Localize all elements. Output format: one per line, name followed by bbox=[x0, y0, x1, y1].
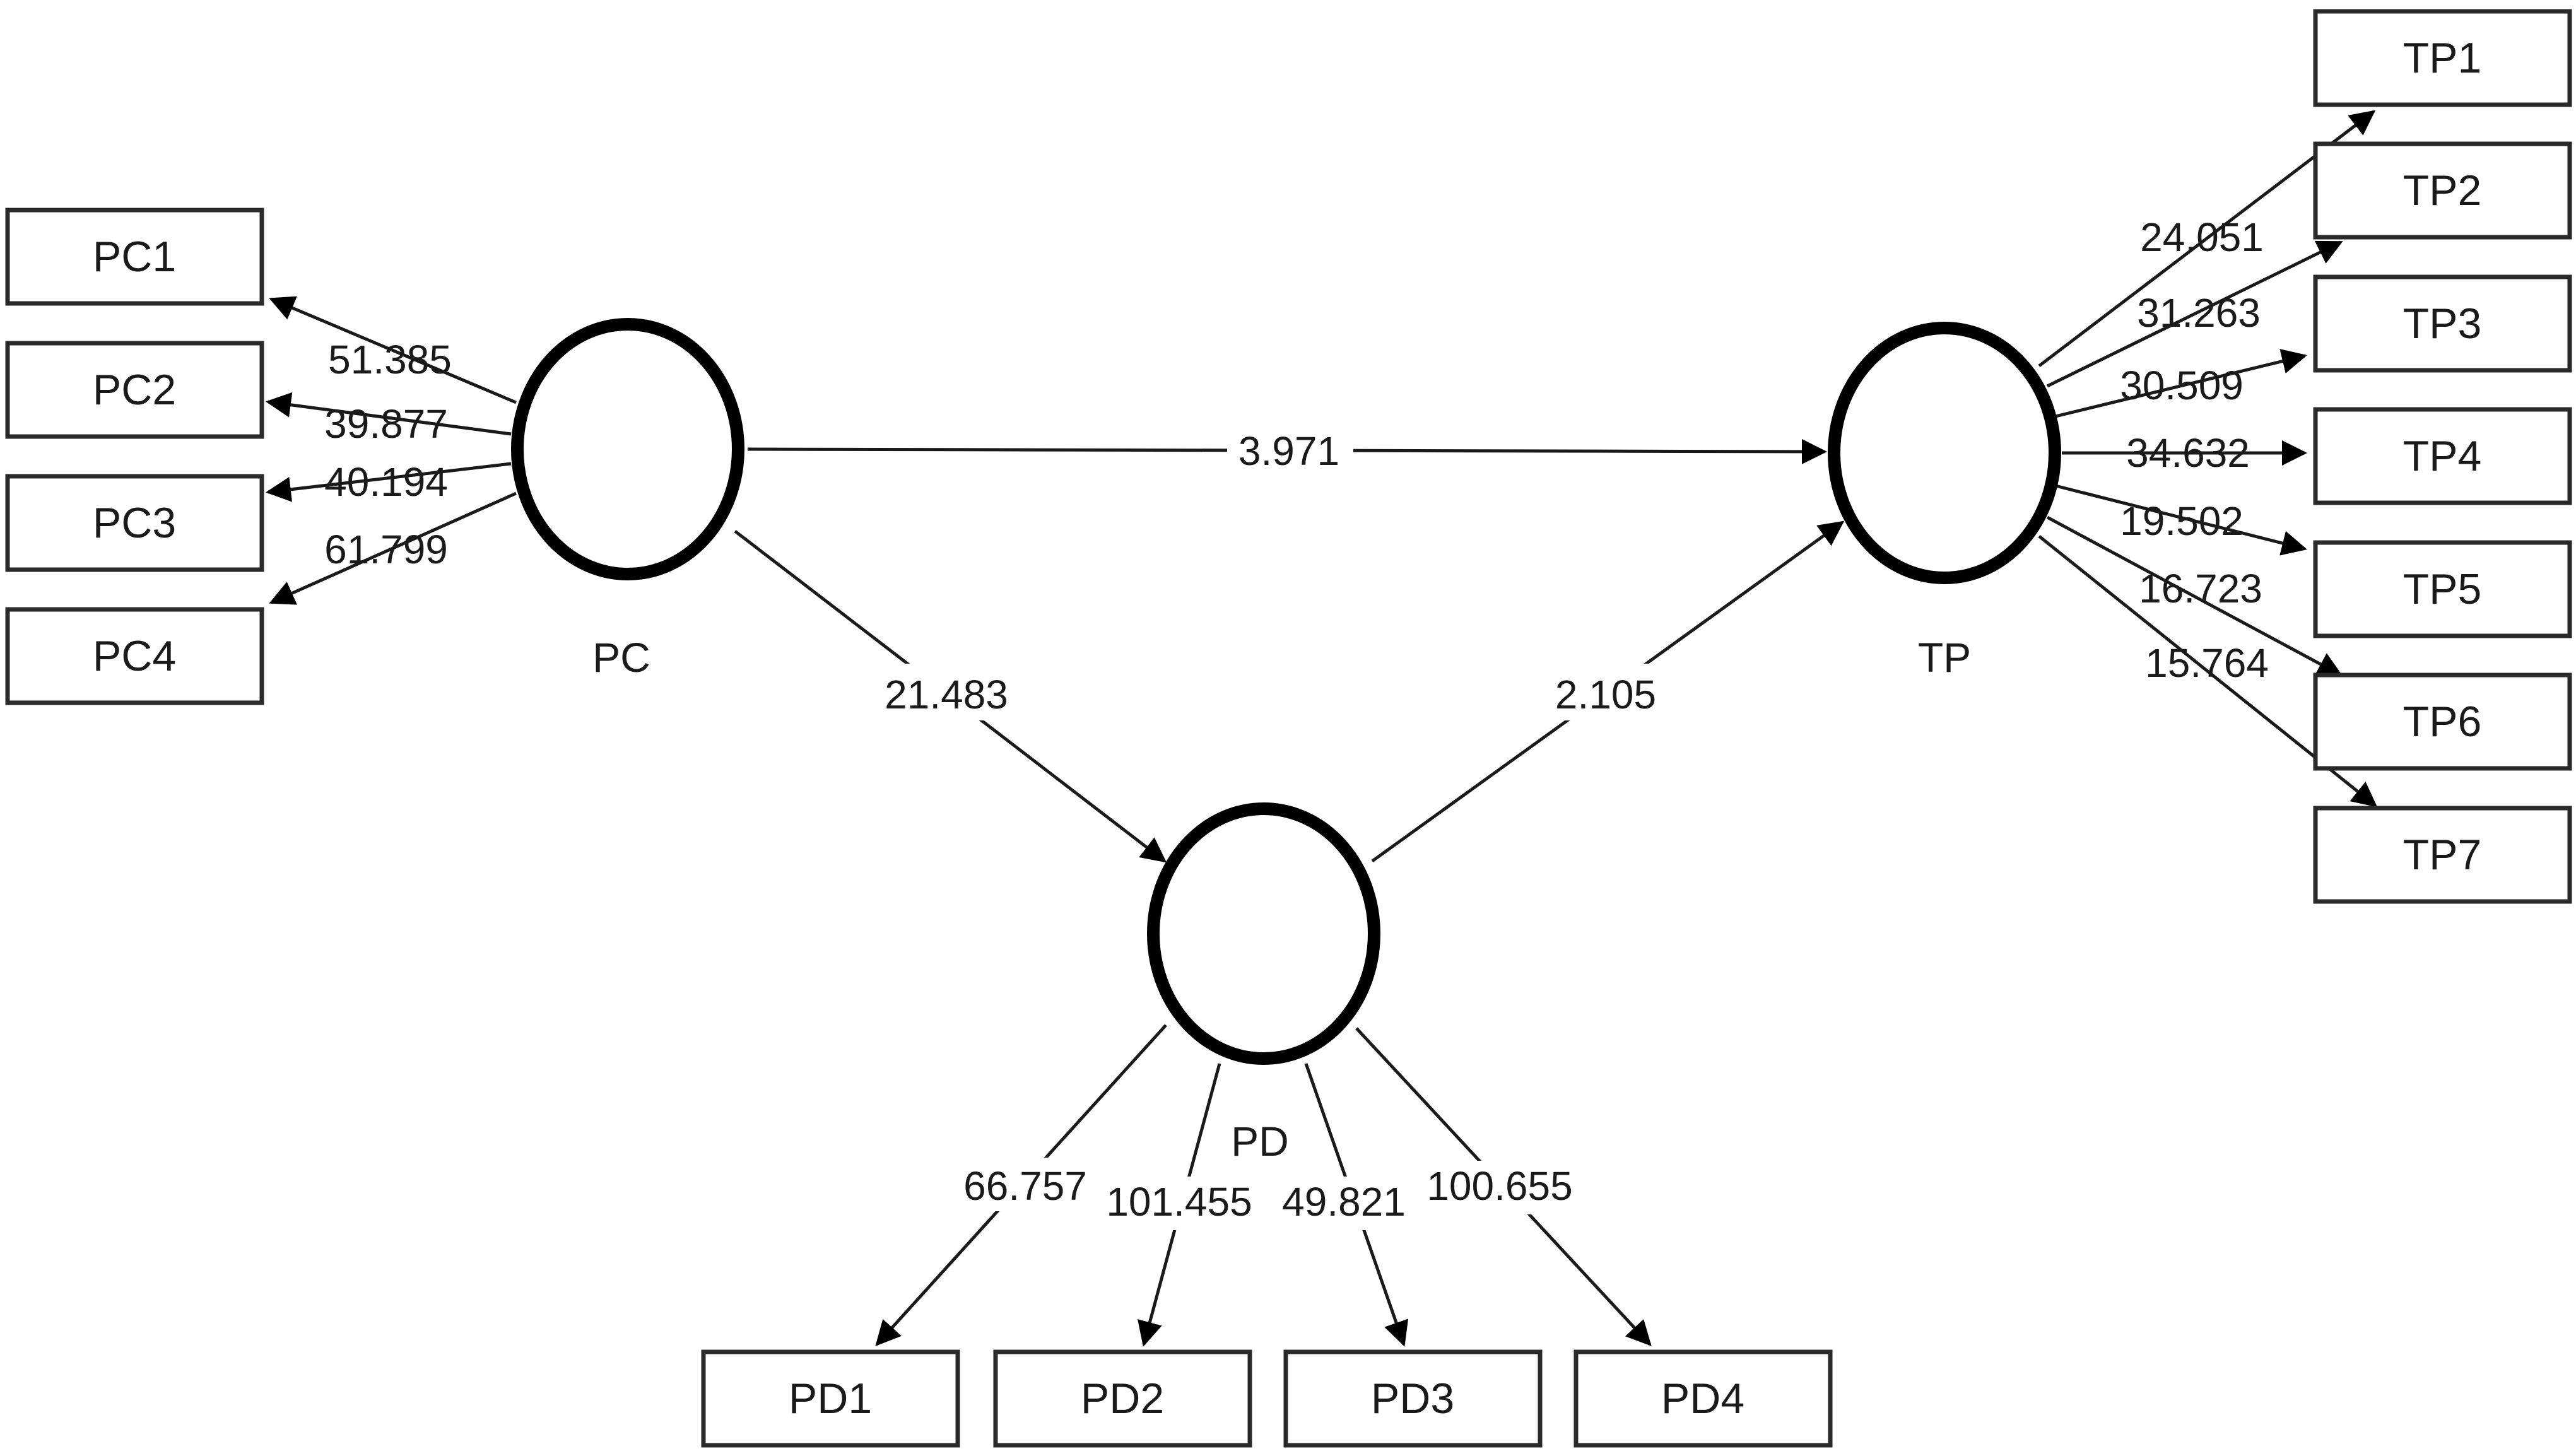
indicator-label-tp2: TP2 bbox=[2403, 167, 2482, 214]
loading-value-pc3: 40.194 bbox=[324, 459, 448, 505]
indicator-label-pc3: PC3 bbox=[93, 499, 176, 547]
pc-loading-labels: 51.385 39.877 40.194 61.799 bbox=[324, 337, 452, 572]
pd-loading-labels: 66.757 101.455 49.821 100.655 bbox=[959, 1158, 1573, 1230]
edge-pc-pc2 bbox=[266, 392, 512, 436]
loading-value-pc2: 39.877 bbox=[324, 401, 448, 447]
indicator-label-pc2: PC2 bbox=[93, 366, 176, 414]
indicator-box-tp3 bbox=[2313, 274, 2572, 373]
indicator-label-pd4: PD4 bbox=[1661, 1375, 1744, 1423]
indicator-label-tp1: TP1 bbox=[2403, 34, 2482, 82]
indicator-box-pc3 bbox=[5, 474, 264, 572]
indicator-box-tp1 bbox=[2313, 9, 2572, 107]
loading-value-pd4: 100.655 bbox=[1426, 1163, 1572, 1209]
indicator-label-pc1: PC1 bbox=[93, 233, 176, 281]
indicator-box-pd3 bbox=[1283, 1349, 1543, 1448]
loading-value-tp7: 15.764 bbox=[2145, 640, 2269, 686]
indicator-box-pc2 bbox=[5, 341, 264, 439]
indicator-box-tp2 bbox=[2313, 141, 2572, 240]
path-value-pd-tp: 2.105 bbox=[1555, 672, 1656, 717]
pc-indicator-boxes: PC1 PC2 PC3 PC4 bbox=[5, 208, 264, 705]
path-value-pc-tp: 3.971 bbox=[1238, 428, 1339, 474]
edge-pc-pc4 bbox=[269, 491, 517, 605]
indicator-label-pd1: PD1 bbox=[789, 1375, 872, 1423]
indicator-box-tp6 bbox=[2313, 672, 2572, 771]
edge-tp-tp6 bbox=[2046, 515, 2343, 677]
loading-value-tp5: 19.502 bbox=[2120, 498, 2244, 544]
indicator-label-pc4: PC4 bbox=[93, 632, 176, 680]
latent-label-tp: TP bbox=[1918, 634, 1971, 681]
loading-value-pc4: 61.799 bbox=[324, 527, 448, 572]
tp-loading-labels: 24.051 31.263 30.509 34.632 19.502 16.72… bbox=[2120, 214, 2269, 686]
latent-pc: PC bbox=[511, 318, 744, 681]
latent-circle-pd bbox=[1147, 802, 1380, 1065]
loading-value-tp3: 30.509 bbox=[2120, 363, 2244, 408]
latent-label-pc: PC bbox=[592, 634, 650, 681]
indicator-label-tp3: TP3 bbox=[2403, 300, 2482, 348]
indicator-box-pd4 bbox=[1573, 1349, 1833, 1448]
loading-value-tp2: 31.263 bbox=[2137, 290, 2261, 336]
loading-value-tp1: 24.051 bbox=[2140, 214, 2264, 260]
indicator-label-pd3: PD3 bbox=[1371, 1375, 1454, 1423]
edges bbox=[266, 110, 2378, 1347]
loading-value-pd2: 101.455 bbox=[1106, 1179, 1252, 1224]
indicator-label-tp6: TP6 bbox=[2403, 698, 2482, 746]
path-value-pc-pd: 21.483 bbox=[885, 672, 1008, 717]
indicator-box-tp5 bbox=[2313, 540, 2572, 638]
indicator-label-tp4: TP4 bbox=[2403, 432, 2482, 480]
path-coefficient-labels: 3.971 21.483 2.105 bbox=[880, 420, 1666, 720]
latent-circle-pc bbox=[511, 318, 744, 580]
loading-value-tp6: 16.723 bbox=[2139, 566, 2262, 611]
tp-indicator-boxes: TP1 TP2 TP3 TP4 TP5 TP6 TP7 bbox=[2313, 9, 2572, 904]
edge-tp-tp2 bbox=[2046, 240, 2343, 388]
indicator-box-tp7 bbox=[2313, 806, 2572, 904]
indicator-label-pd2: PD2 bbox=[1081, 1375, 1164, 1423]
latent-tp: TP bbox=[1828, 322, 2061, 681]
indicator-box-pc1 bbox=[5, 208, 264, 306]
edge-tp-tp5 bbox=[2055, 484, 2307, 556]
latent-label-pd: PD bbox=[1231, 1118, 1289, 1165]
latent-pd: PD bbox=[1147, 802, 1380, 1165]
loading-value-pd1: 66.757 bbox=[963, 1163, 1087, 1209]
indicator-label-tp7: TP7 bbox=[2403, 831, 2482, 879]
edge-pc-pc3 bbox=[266, 462, 512, 502]
indicator-box-pd1 bbox=[701, 1349, 960, 1448]
latent-circle-tp bbox=[1828, 322, 2061, 584]
edge-pc-pc1 bbox=[269, 296, 517, 404]
pd-indicator-boxes: PD1 PD2 PD3 PD4 bbox=[701, 1349, 1833, 1448]
loading-value-pd3: 49.821 bbox=[1282, 1179, 1406, 1224]
indicator-box-tp4 bbox=[2313, 407, 2572, 505]
loading-value-pc1: 51.385 bbox=[328, 337, 452, 382]
loading-value-tp4: 34.632 bbox=[2126, 430, 2250, 476]
edge-tp-tp3 bbox=[2055, 349, 2307, 418]
indicator-box-pd2 bbox=[993, 1349, 1252, 1448]
indicator-box-pc4 bbox=[5, 607, 264, 705]
indicator-label-tp5: TP5 bbox=[2403, 565, 2482, 613]
